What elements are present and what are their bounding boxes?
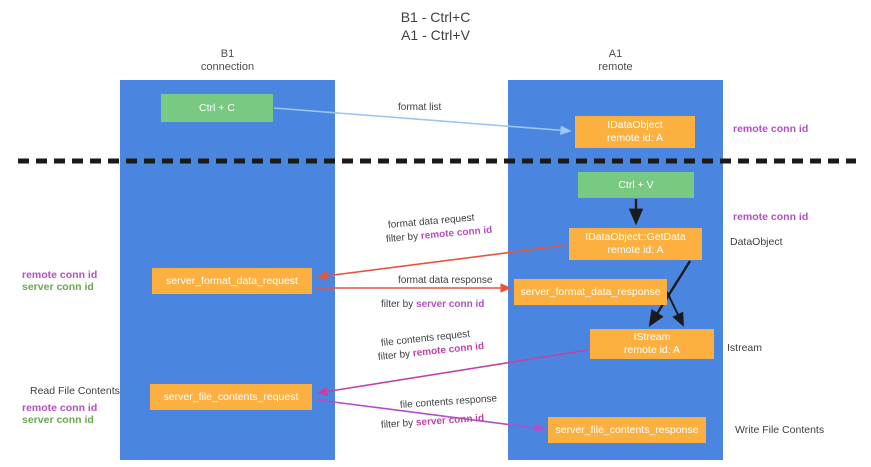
node-ctrl-c-label: Ctrl + C (199, 101, 235, 114)
node-getdata-remote-id: remote id: A (607, 244, 664, 256)
filter-key: server conn id (416, 299, 485, 310)
node-server-format-data-response[interactable]: server_format_data_response (514, 279, 667, 305)
node-server-file-contents-response-label: server_file_contents_response (555, 423, 699, 436)
filter-key: server conn id (415, 412, 485, 429)
edge-label-format-data-response: format data response (398, 275, 493, 286)
node-server-format-data-request-label: server_format_data_request (166, 274, 298, 287)
annotation-left-server-conn-id-2: server conn id (22, 414, 94, 426)
page-title: B1 - Ctrl+C A1 - Ctrl+V (0, 8, 871, 44)
column-header-a1: A1 remote (508, 48, 723, 74)
annotation-write-file-contents: Write File Contents (735, 424, 825, 436)
node-ctrl-c[interactable]: Ctrl + C (161, 94, 273, 122)
node-idataobject[interactable]: IDataObject remote id: A (575, 116, 695, 148)
node-idataobject-getdata[interactable]: IDataObject::GetData remote id: A (569, 228, 702, 260)
node-istream-title: IStream (633, 331, 671, 343)
node-getdata-title: IDataObject::GetData (585, 231, 686, 243)
node-server-file-contents-request[interactable]: server_file_contents_request (150, 384, 312, 410)
annotation-istream: Istream (727, 342, 763, 354)
filter-prefix: filter by (385, 230, 422, 245)
title-line-2: A1 - Ctrl+V (401, 27, 470, 43)
node-server-file-contents-request-label: server_file_contents_request (163, 390, 299, 403)
column-header-a1-name: A1 (608, 48, 623, 60)
annotation-read-file-contents: Read File Contents (30, 385, 120, 397)
annotation-left-server-conn-id-1: server conn id (22, 281, 94, 293)
node-istream-remote-id: remote id: A (623, 344, 681, 356)
edge-label-file-contents-response: file contents response (399, 393, 498, 411)
node-ctrl-v[interactable]: Ctrl + V (578, 172, 694, 198)
title-line-1: B1 - Ctrl+C (400, 9, 471, 25)
annotation-remote-conn-id-mid: remote conn id (733, 211, 809, 223)
filter-prefix: filter by (380, 417, 417, 431)
edge-label-format-data-response-filter: filter by server conn id (381, 298, 484, 311)
annotation-remote-conn-id-top: remote conn id (733, 123, 809, 135)
filter-prefix: filter by (377, 348, 414, 363)
node-server-format-data-response-label: server_format_data_response (520, 285, 661, 298)
node-idataobject-remote-id: remote id: A (606, 132, 664, 144)
annotation-left-remote-conn-id-1: remote conn id (22, 269, 98, 281)
node-idataobject-title: IDataObject (607, 119, 663, 131)
filter-prefix: filter by (381, 299, 417, 310)
node-istream[interactable]: IStream remote id: A (590, 329, 714, 359)
node-server-format-data-request[interactable]: server_format_data_request (152, 268, 312, 294)
edge-label-format-list: format list (398, 102, 442, 113)
edge-label-file-contents-response-filter: filter by server conn id (381, 412, 485, 432)
column-header-b1: B1 connection (120, 48, 335, 74)
annotation-dataobject: DataObject (730, 236, 783, 248)
annotation-left-remote-conn-id-2: remote conn id (22, 402, 98, 414)
column-header-a1-role: remote (598, 61, 633, 73)
column-header-b1-name: B1 (220, 48, 235, 60)
node-server-file-contents-response[interactable]: server_file_contents_response (548, 417, 706, 443)
column-header-b1-role: connection (200, 61, 255, 73)
node-ctrl-v-label: Ctrl + V (618, 178, 654, 191)
